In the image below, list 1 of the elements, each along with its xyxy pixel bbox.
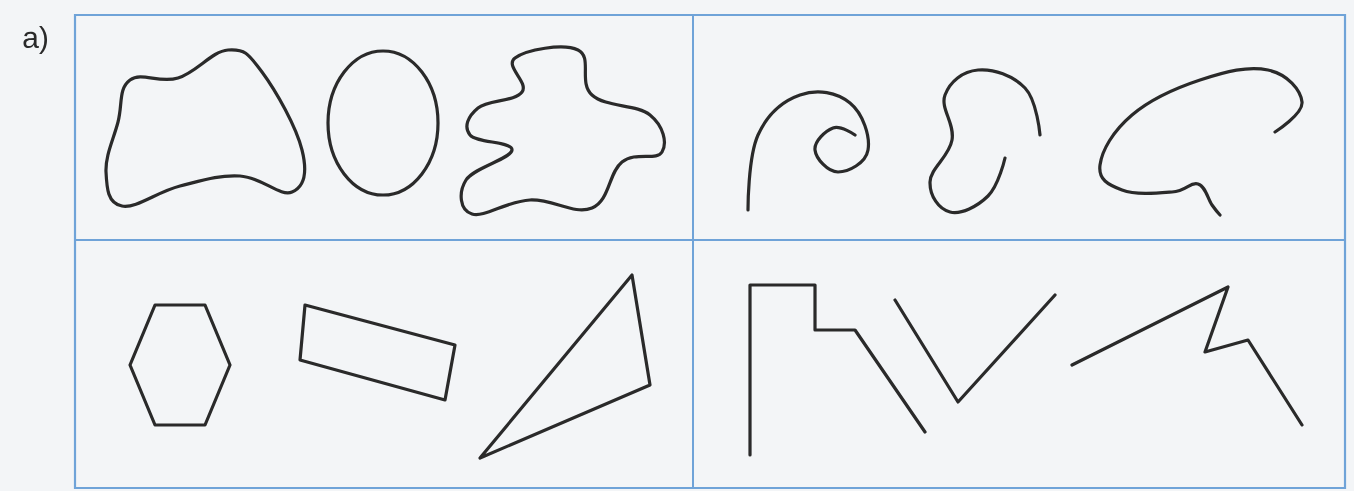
panel-label: a) [23,26,47,54]
